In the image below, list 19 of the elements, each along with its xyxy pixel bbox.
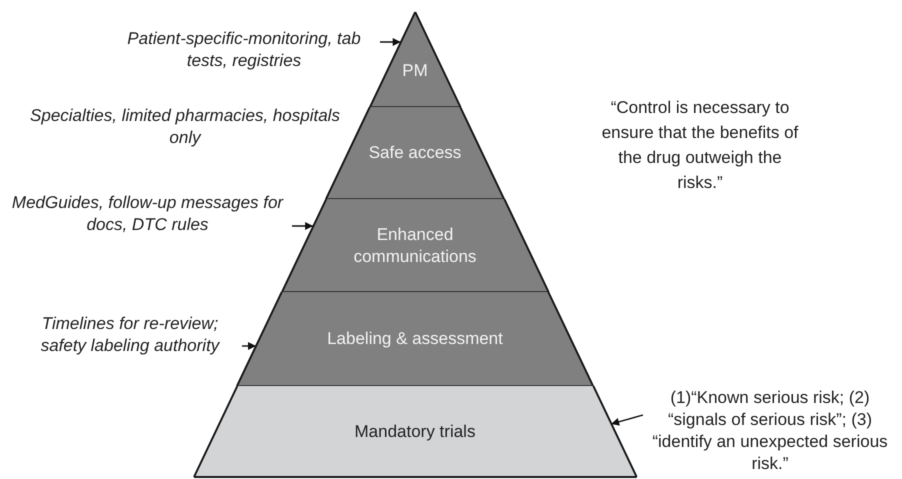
arrow: [610, 414, 644, 426]
annotation-text: Timelines for re-review; safety labeling authority: [20, 313, 240, 357]
arrow: [380, 38, 401, 46]
pyramid-tier: [236, 292, 594, 386]
arrow: [242, 342, 256, 350]
pyramid-tier: [282, 199, 548, 292]
tier-label: PM: [401, 60, 429, 82]
pyramid-tier: [194, 386, 636, 477]
annotation-text: MedGuides, follow-up messages for docs, DTC rules: [5, 192, 290, 236]
annotation-text: Specialties, limited pharmacies, hospitals only: [30, 105, 340, 149]
quote-text: “Control is necessary to ensure that the benefits of the drug outweigh the risks.”: [600, 97, 800, 194]
annotation-text: Patient-specific-monitoring, tab tests, registries: [110, 28, 378, 72]
tier-label: Safe access: [368, 142, 462, 164]
tier-label: Mandatory trials: [354, 420, 476, 442]
arrow: [292, 222, 314, 230]
tier-label: Labeling & assessment: [326, 328, 504, 350]
tier-label: Enhanced communications: [352, 224, 478, 268]
annotation-text: (1)“Known serious risk; (2) “signals of serious risk”; (3) “identify an unexpected serious risk.”: [645, 387, 895, 475]
pyramid-tier: [370, 12, 460, 107]
